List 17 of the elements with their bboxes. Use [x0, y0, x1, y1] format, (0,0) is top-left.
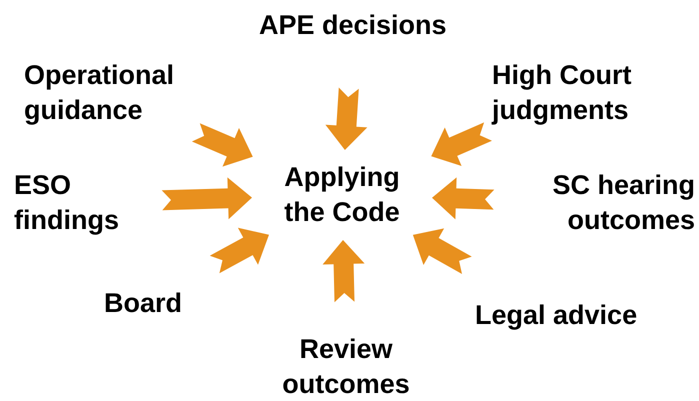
block-arrow [432, 177, 494, 220]
block-arrow [431, 122, 492, 166]
block-arrow [210, 228, 269, 274]
node-label: High Court judgments [492, 58, 662, 128]
block-arrow [325, 88, 368, 150]
block-arrow [412, 228, 472, 274]
node-label: Board [104, 286, 182, 321]
block-arrow [192, 123, 253, 167]
node-label: Operational guidance [24, 58, 184, 128]
block-arrow [322, 240, 365, 302]
block-arrow [162, 177, 252, 220]
node-label: Review outcomes [276, 332, 416, 401]
node-label: ESO findings [14, 168, 126, 238]
node-label: SC hearing outcomes [520, 168, 695, 238]
node-label: Applying the Code [262, 160, 422, 230]
node-label: APE decisions [259, 8, 447, 43]
node-label: Legal advice [475, 298, 638, 333]
